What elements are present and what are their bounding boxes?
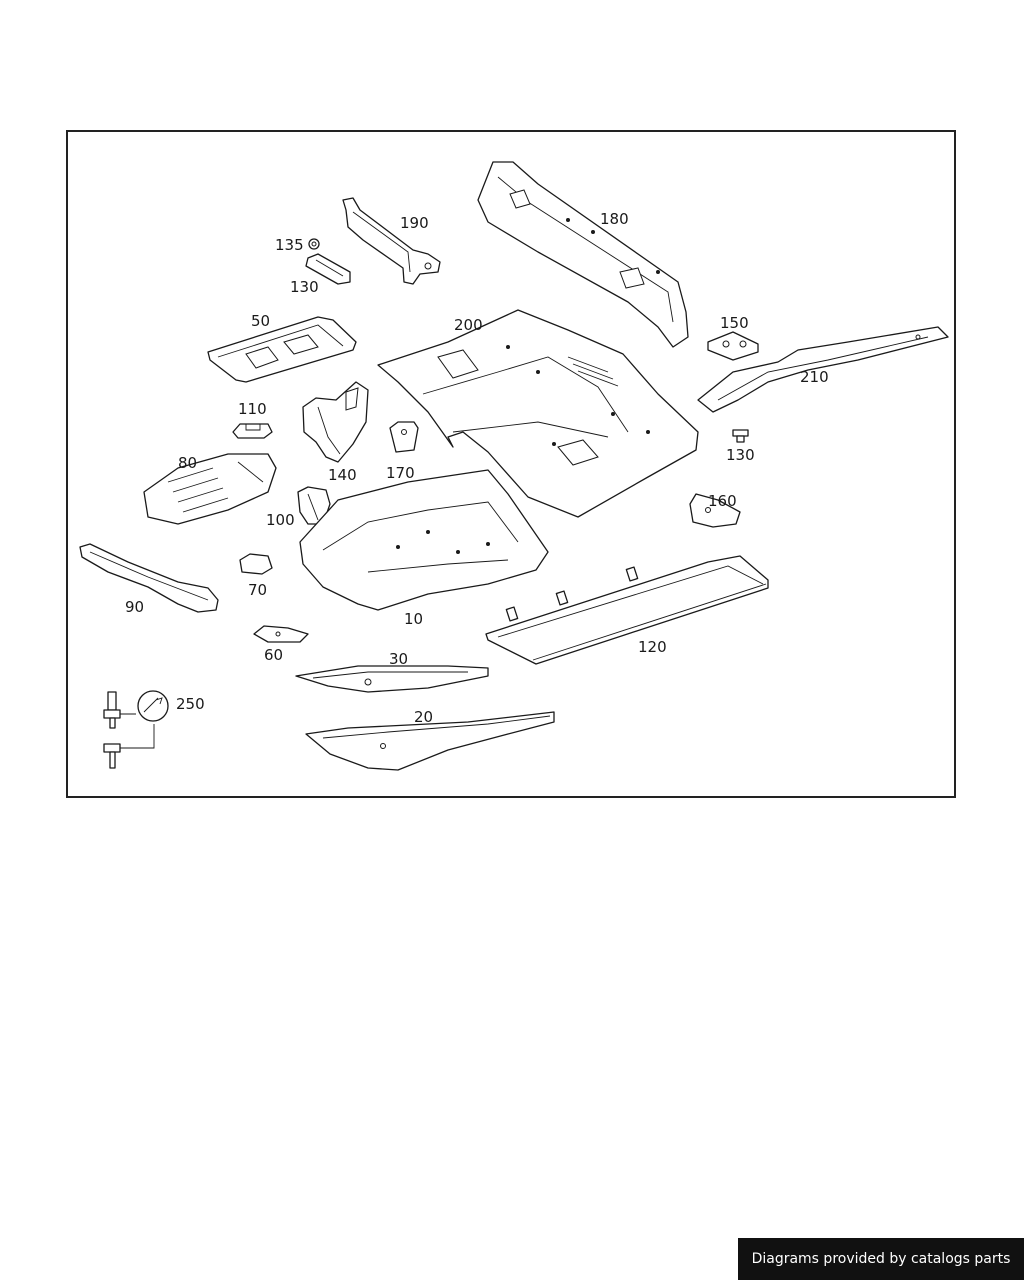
part-200[interactable] (377, 309, 699, 518)
part-60[interactable] (253, 625, 309, 643)
label-50: 50 (251, 312, 270, 330)
label-250: 250 (176, 695, 205, 713)
part-160[interactable] (689, 493, 741, 528)
label-70: 70 (248, 581, 267, 599)
label-130-bottom: 130 (726, 446, 755, 464)
label-200: 200 (454, 316, 483, 334)
part-130-plate[interactable] (305, 253, 351, 285)
label-210: 210 (800, 368, 829, 386)
part-140[interactable] (302, 381, 369, 463)
part-120[interactable] (485, 555, 769, 665)
label-160: 160 (708, 492, 737, 510)
label-135: 135 (275, 236, 304, 254)
label-110: 110 (238, 400, 267, 418)
label-100: 100 (266, 511, 295, 529)
diagram-frame: 190 180 135 130 50 200 150 210 110 140 1… (66, 130, 956, 798)
part-50[interactable] (207, 316, 357, 383)
footer-banner: Diagrams provided by catalogs parts (738, 1238, 1024, 1280)
part-170[interactable] (389, 421, 419, 453)
label-190: 190 (400, 214, 429, 232)
part-135[interactable] (308, 238, 320, 250)
label-60: 60 (264, 646, 283, 664)
label-170: 170 (386, 464, 415, 482)
parts-diagram: 190 180 135 130 50 200 150 210 110 140 1… (79, 161, 949, 771)
label-180: 180 (600, 210, 629, 228)
part-20[interactable] (305, 711, 555, 771)
label-20: 20 (414, 708, 433, 726)
part-80[interactable] (143, 453, 277, 525)
part-210[interactable] (697, 326, 949, 413)
label-90: 90 (125, 598, 144, 616)
part-10[interactable] (299, 469, 549, 611)
part-250[interactable] (103, 690, 169, 769)
label-80: 80 (178, 454, 197, 472)
part-70[interactable] (239, 553, 273, 575)
label-30: 30 (389, 650, 408, 668)
label-120: 120 (638, 638, 667, 656)
wrench-icon (137, 690, 169, 722)
part-180[interactable] (477, 161, 689, 348)
part-110[interactable] (232, 423, 273, 439)
part-130-bolt[interactable] (732, 429, 749, 443)
label-140: 140 (328, 466, 357, 484)
part-90[interactable] (79, 543, 219, 613)
part-150[interactable] (707, 331, 759, 361)
part-30[interactable] (295, 665, 489, 693)
label-150: 150 (720, 314, 749, 332)
part-190[interactable] (342, 197, 441, 285)
label-130-top: 130 (290, 278, 319, 296)
label-10: 10 (404, 610, 423, 628)
footer-text: Diagrams provided by catalogs parts (751, 1251, 1011, 1267)
